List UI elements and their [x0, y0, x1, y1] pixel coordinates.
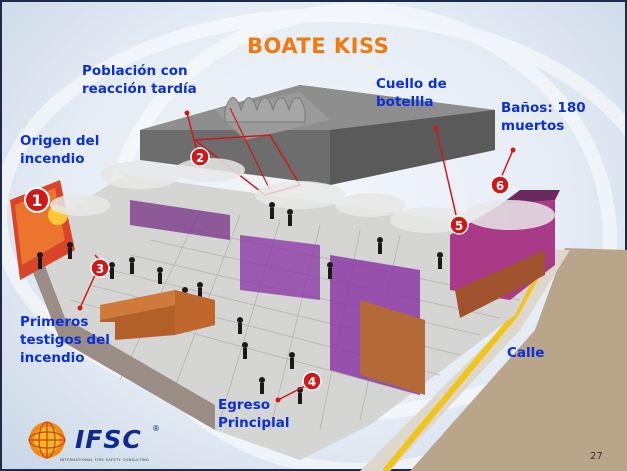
svg-text:4: 4 — [308, 375, 316, 389]
label-line: Origen del — [20, 133, 100, 149]
svg-text:3: 3 — [96, 262, 104, 276]
page-number: 27 — [590, 451, 603, 462]
svg-text:1: 1 — [31, 191, 42, 210]
ifsc-logo-icon — [28, 421, 66, 459]
marker-4: 4 — [302, 371, 322, 391]
marker-5: 5 — [449, 215, 469, 235]
label-poblacion: Población con reacción tardía — [82, 62, 197, 98]
label-line: Principlal — [218, 415, 290, 431]
label-line: incendio — [20, 151, 85, 167]
label-line: Primeros — [20, 314, 89, 330]
label-line: incendio — [20, 350, 85, 366]
label-cuello: Cuello de botellla — [376, 75, 447, 111]
svg-text:5: 5 — [455, 219, 463, 233]
logo-subtitle: INTERNATIONAL FIRE SAFETY CONSULTING — [60, 458, 150, 462]
label-primeros: Primeros testigos del incendio — [20, 313, 110, 367]
label-line: botellla — [376, 94, 434, 110]
label-line: testigos del — [20, 332, 110, 348]
logo-text: IFSC — [75, 425, 142, 454]
bar-counter — [100, 290, 215, 340]
label-line: Calle — [507, 345, 545, 361]
label-line: reacción tardía — [82, 81, 197, 97]
roof — [140, 85, 495, 196]
marker-2: 2 — [190, 147, 210, 167]
label-line: Egreso — [218, 397, 271, 413]
svg-text:2: 2 — [196, 151, 204, 165]
slide-title: BOATE KISS — [247, 34, 390, 58]
marker-3: 3 — [90, 258, 110, 278]
markers: 1 2 3 4 5 6 — [24, 147, 510, 391]
svg-text:6: 6 — [496, 179, 504, 193]
marker-6: 6 — [490, 175, 510, 195]
label-line: Baños: 180 — [501, 100, 586, 116]
smoke — [50, 158, 555, 233]
label-line: Población con — [82, 63, 188, 79]
label-origen: Origen del incendio — [20, 132, 99, 168]
label-line: muertos — [501, 118, 565, 134]
label-calle: Calle — [507, 344, 544, 362]
leader-dots — [77, 110, 516, 403]
logo-registered-mark: ® — [152, 424, 160, 433]
label-egreso: Egreso Principlal — [218, 396, 289, 432]
label-banos: Baños: 180 muertos — [501, 99, 586, 135]
marker-1: 1 — [24, 187, 50, 213]
label-line: Cuello de — [376, 76, 447, 92]
